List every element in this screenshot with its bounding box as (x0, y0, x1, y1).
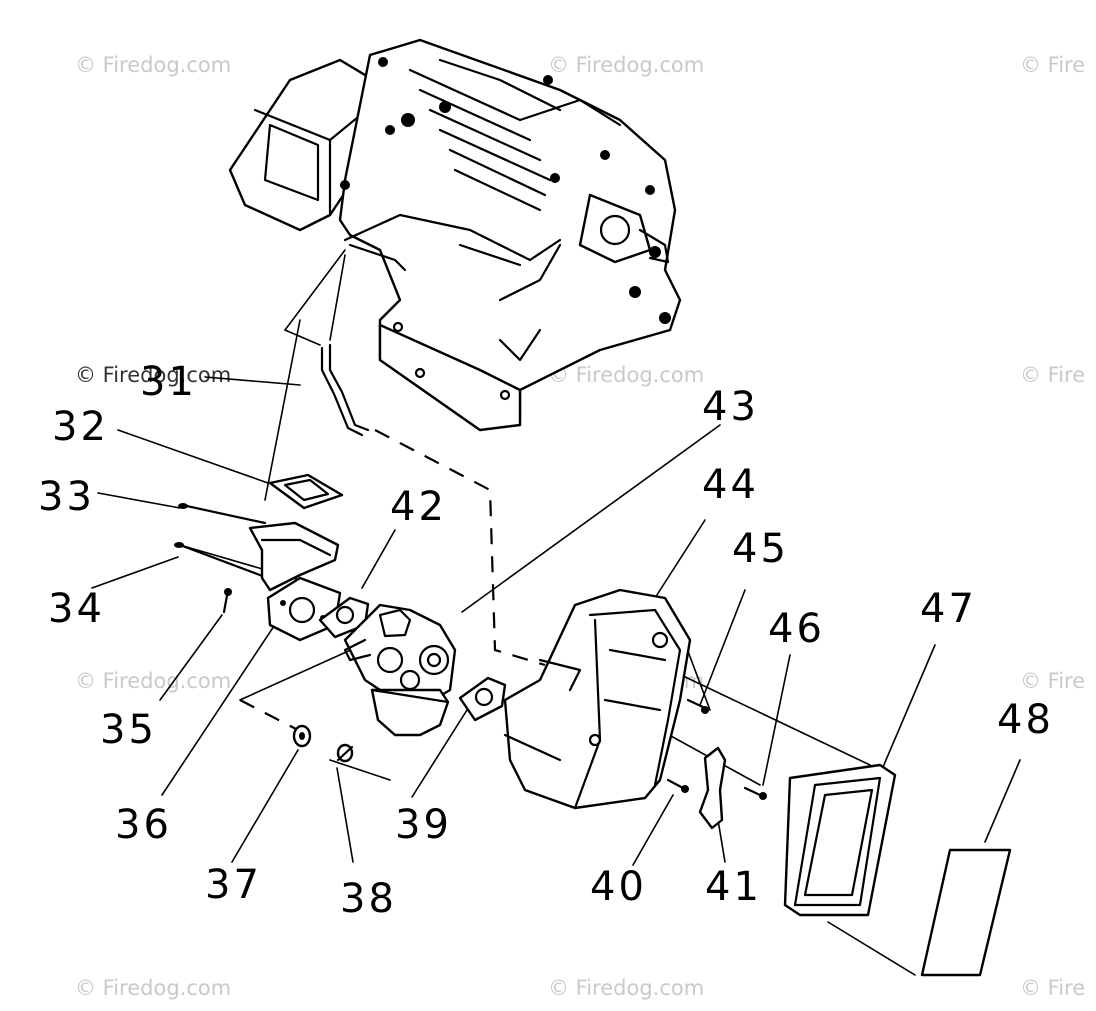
watermark-text: © Firedog.com (75, 976, 231, 1000)
parts (174, 473, 1012, 977)
watermark-text: © Firedog.com (75, 363, 231, 387)
part-label-36: 36 (115, 802, 172, 848)
watermark-text: © Firedog.com (548, 53, 704, 77)
part-label-33: 33 (38, 474, 95, 520)
part-label-40: 40 (590, 864, 647, 910)
part-label-47: 47 (920, 586, 977, 632)
part-label-34: 34 (48, 586, 105, 632)
watermark-text: © Firedog.com (548, 976, 704, 1000)
part-label-31: 31 (140, 359, 197, 405)
part-label-45: 45 (732, 526, 789, 572)
part-label-46: 46 (768, 606, 825, 652)
watermark-text: © Fire (1020, 363, 1085, 387)
part-label-44: 44 (702, 462, 759, 508)
watermark-text: © Firedog.com (75, 53, 231, 77)
part-label-35: 35 (100, 707, 157, 753)
part-labels: 31 32 33 34 35 36 37 38 39 40 41 42 43 4… (38, 359, 1054, 922)
part-label-37: 37 (205, 862, 262, 908)
engine-block (228, 38, 682, 432)
part-label-42: 42 (390, 484, 447, 530)
part-label-48: 48 (997, 697, 1054, 743)
watermark-text: © Firedog.com (548, 363, 704, 387)
watermark-text: © Fire (1020, 669, 1085, 693)
watermark-text: © Fire (1020, 976, 1085, 1000)
part-label-39: 39 (395, 802, 452, 848)
part-label-38: 38 (340, 876, 397, 922)
part-label-41: 41 (705, 864, 762, 910)
part-label-43: 43 (702, 384, 759, 430)
watermark-text: © Firedog.com (75, 669, 231, 693)
part-label-32: 32 (52, 404, 109, 450)
watermark-text: © Fire (1020, 53, 1085, 77)
